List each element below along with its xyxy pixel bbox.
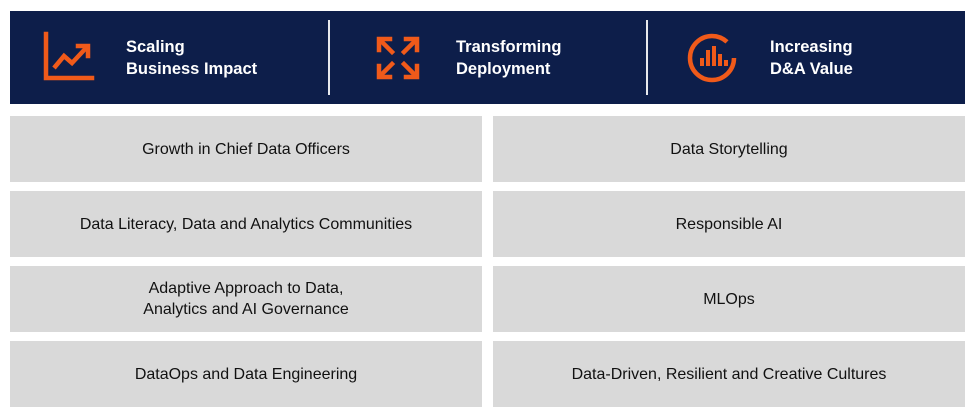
topic-cell: Data-Driven, Resilient and Creative Cult… xyxy=(493,341,965,407)
header-title-scaling: Scaling Business Impact xyxy=(126,37,258,78)
topics-grid: Growth in Chief Data Officers Data Story… xyxy=(10,116,965,408)
header-title-increasing: Increasing D&A Value xyxy=(770,37,853,78)
header-title-transforming: Transforming Deployment xyxy=(456,37,562,78)
header-column-scaling: Scaling Business Impact xyxy=(40,11,257,104)
circular-bar-chart-icon xyxy=(684,30,740,86)
line-chart-icon xyxy=(40,30,96,86)
topic-cell: DataOps and Data Engineering xyxy=(10,341,482,407)
header-banner: Scaling Business Impact Transforming Dep… xyxy=(10,11,965,104)
header-column-increasing: Increasing D&A Value xyxy=(684,11,853,104)
expand-arrows-icon xyxy=(370,30,426,86)
header-divider xyxy=(328,20,330,95)
topic-cell: Adaptive Approach to Data, Analytics and… xyxy=(10,266,482,332)
topic-cell: Growth in Chief Data Officers xyxy=(10,116,482,182)
topic-cell: Data Storytelling xyxy=(493,116,965,182)
header-column-transforming: Transforming Deployment xyxy=(370,11,561,104)
topic-cell: Responsible AI xyxy=(493,191,965,257)
topic-cell: MLOps xyxy=(493,266,965,332)
header-divider xyxy=(646,20,648,95)
topic-cell: Data Literacy, Data and Analytics Commun… xyxy=(10,191,482,257)
